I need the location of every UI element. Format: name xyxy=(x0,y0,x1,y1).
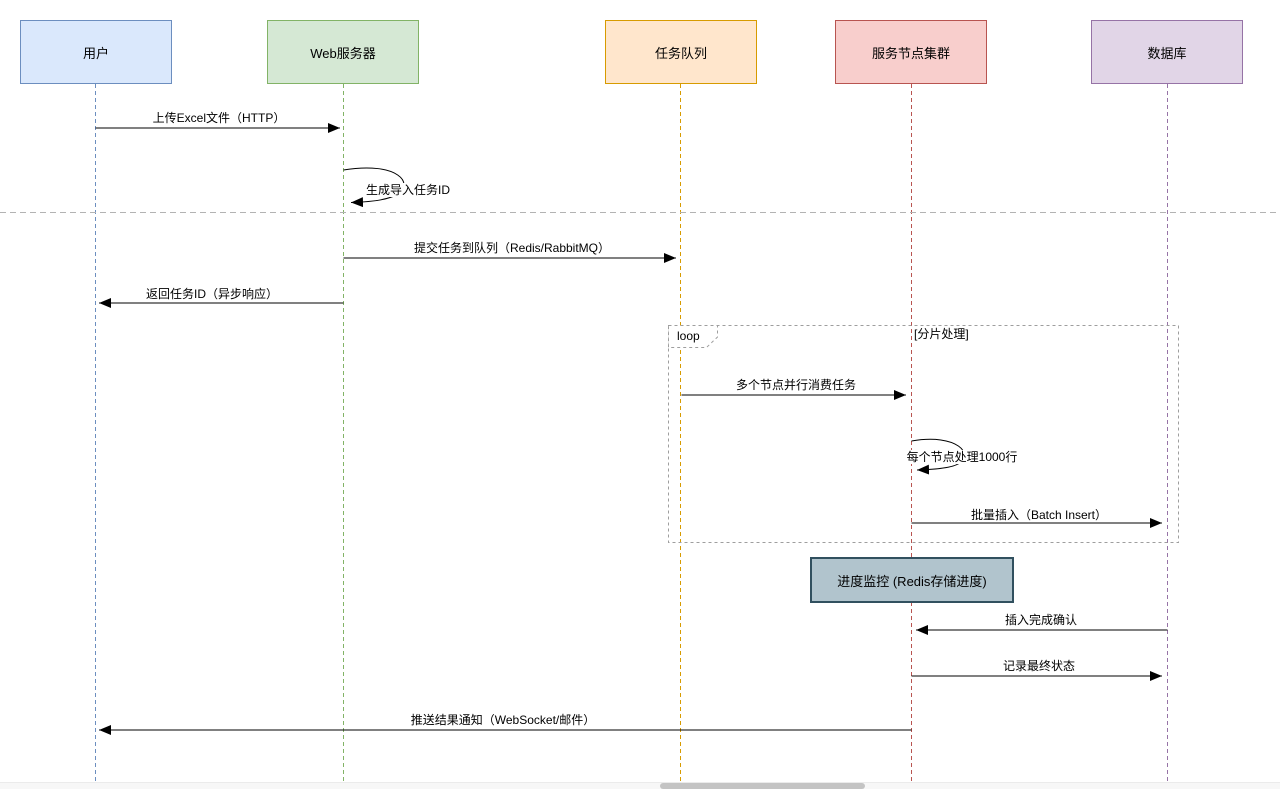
actor-task-queue: 任务队列 xyxy=(605,20,757,84)
loop-operator-tab xyxy=(668,325,718,348)
loop-guard-label: [分片处理] xyxy=(914,327,969,341)
loop-fragment-frame xyxy=(668,325,1179,543)
actor-web-server: Web服务器 xyxy=(267,20,419,84)
message-label-batch-insert: 批量插入（Batch Insert） xyxy=(967,508,1111,522)
actor-task-queue-label: 任务队列 xyxy=(654,45,707,61)
horizontal-scrollbar-track[interactable] xyxy=(0,782,1280,789)
actor-web-server-label: Web服务器 xyxy=(310,45,376,61)
message-label-submit-queue: 提交任务到队列（Redis/RabbitMQ） xyxy=(410,241,614,255)
horizontal-scrollbar-thumb[interactable] xyxy=(660,783,865,789)
progress-monitor-note-label: 进度监控 (Redis存储进度) xyxy=(837,573,987,589)
actor-user-label: 用户 xyxy=(82,45,109,61)
message-label-generate-task-id: 生成导入任务ID xyxy=(362,183,454,197)
message-label-push-result: 推送结果通知（WebSocket/邮件） xyxy=(407,713,599,727)
progress-monitor-note: 进度监控 (Redis存储进度) xyxy=(810,557,1014,603)
message-label-parallel-consume: 多个节点并行消费任务 xyxy=(732,378,860,392)
actor-user: 用户 xyxy=(20,20,172,84)
message-label-return-task-id: 返回任务ID（异步响应） xyxy=(142,287,282,301)
message-label-insert-confirm: 插入完成确认 xyxy=(1001,613,1081,627)
message-label-upload-excel: 上传Excel文件（HTTP） xyxy=(149,111,289,125)
actor-database-label: 数据库 xyxy=(1147,45,1187,61)
loop-operator-label: loop xyxy=(677,329,700,343)
actor-service-cluster: 服务节点集群 xyxy=(835,20,987,84)
actor-database: 数据库 xyxy=(1091,20,1243,84)
message-label-process-1000-rows: 每个节点处理1000行 xyxy=(903,450,1021,464)
actor-service-cluster-label: 服务节点集群 xyxy=(871,45,950,61)
message-label-record-status: 记录最终状态 xyxy=(999,659,1079,673)
